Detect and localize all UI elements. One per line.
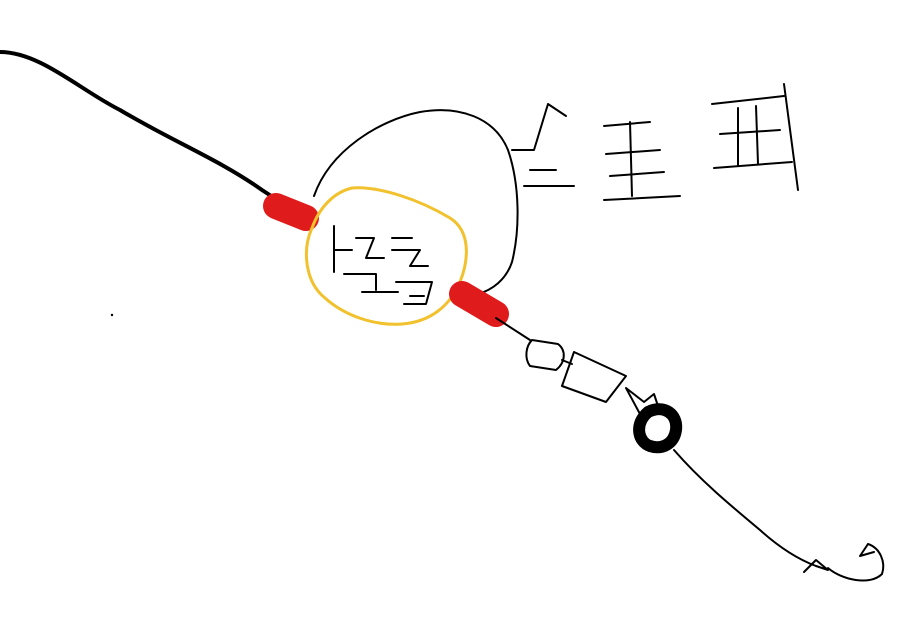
handwritten-label <box>511 83 799 201</box>
loop-line <box>313 109 519 295</box>
knot-glyph <box>333 225 433 305</box>
swivel <box>561 351 627 403</box>
knot-highlight <box>304 186 468 326</box>
main-line <box>0 50 287 207</box>
sinker-icon <box>633 403 683 454</box>
hook-line <box>673 449 817 567</box>
float-stopper <box>525 339 565 371</box>
stray-dot <box>110 313 114 317</box>
connector <box>625 387 659 415</box>
bead-upper <box>263 193 319 231</box>
leader-1 <box>495 317 531 341</box>
hook-icon <box>803 543 885 582</box>
bead-lower <box>449 281 509 327</box>
